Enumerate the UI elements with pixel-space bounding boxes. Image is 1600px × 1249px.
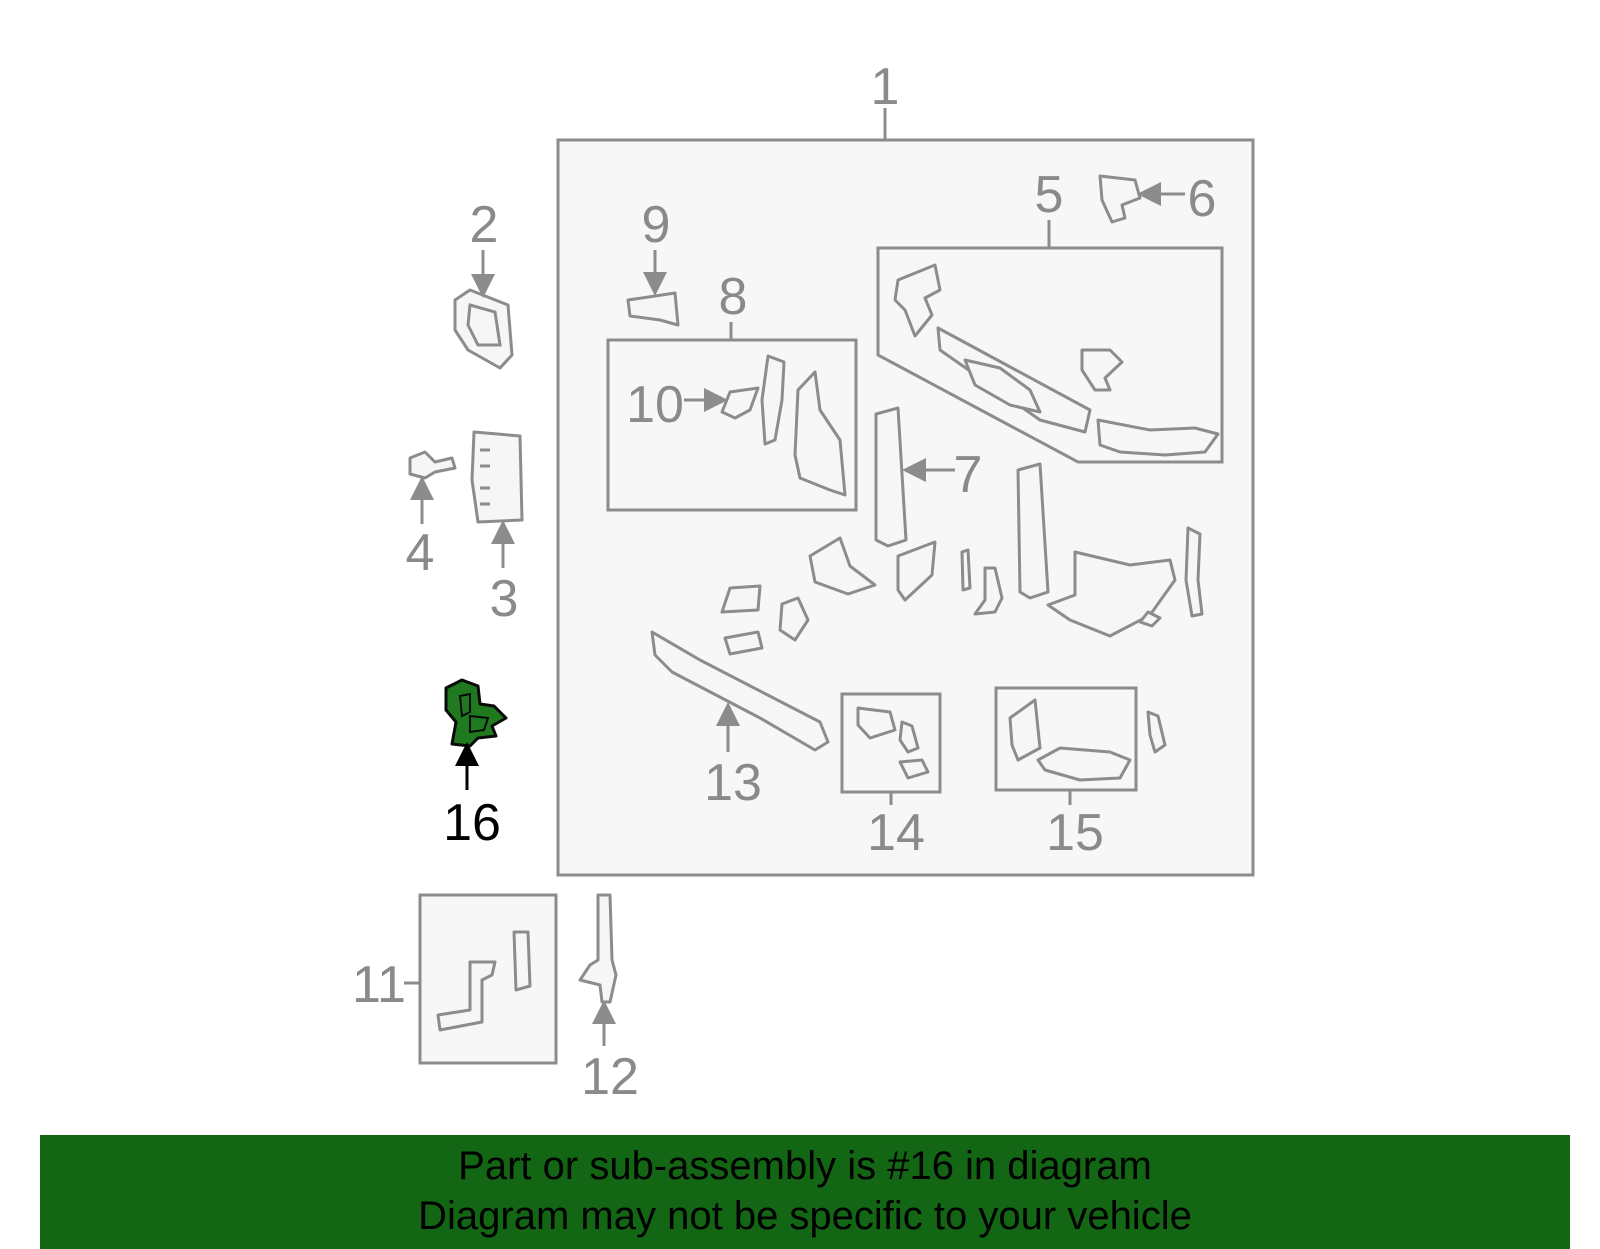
part-2: [453, 288, 514, 370]
callout-10[interactable]: 10: [626, 376, 684, 434]
part-13-rail: [650, 630, 830, 752]
part-center-small-a: [720, 584, 762, 614]
part-center-pillar: [1016, 462, 1050, 600]
part-12-pillar: [578, 893, 618, 1004]
part-14-b: [898, 720, 920, 754]
part-11-bracket: [436, 960, 497, 1032]
callout-12[interactable]: 12: [581, 1048, 639, 1106]
part-9: [626, 291, 680, 327]
part-5-lower-rail: [1096, 418, 1220, 457]
part-8-pillar: [760, 354, 786, 446]
callout-13[interactable]: 13: [704, 754, 762, 812]
part-center-small-clip: [1138, 610, 1162, 628]
part-5-clip: [1080, 348, 1124, 392]
part-11-strip: [512, 930, 532, 992]
part-4-bolt: [408, 450, 457, 480]
callout-14[interactable]: 14: [867, 804, 925, 862]
part-8-panel: [793, 370, 847, 497]
part-center-strip: [960, 548, 972, 592]
callout-9[interactable]: 9: [642, 196, 671, 254]
part-14-c: [898, 758, 930, 780]
callout-16[interactable]: 16: [443, 794, 501, 852]
part-5-bracket: [893, 263, 942, 338]
callout-11[interactable]: 11: [352, 956, 406, 1014]
subframe-5: [876, 246, 1224, 464]
part-16-detail: [458, 692, 490, 734]
callout-15[interactable]: 15: [1046, 804, 1104, 862]
part-center-tray: [1046, 550, 1177, 638]
callout-4[interactable]: 4: [406, 524, 435, 582]
callout-5[interactable]: 5: [1035, 166, 1064, 224]
callout-8[interactable]: 8: [719, 268, 748, 326]
part-center-bracket-a: [808, 536, 877, 596]
banner-line-1: Part or sub-assembly is #16 in diagram: [458, 1144, 1152, 1188]
part-15-b: [1036, 746, 1132, 782]
part-center-right-strip: [1184, 526, 1204, 618]
part-15-c: [1146, 710, 1167, 754]
banner-line-2: Diagram may not be specific to your vehi…: [418, 1194, 1192, 1238]
part-3-slots: [480, 448, 490, 506]
callout-1[interactable]: 1: [871, 58, 900, 116]
callout-2[interactable]: 2: [470, 196, 499, 254]
part-center-angle: [973, 566, 1004, 616]
callout-7[interactable]: 7: [954, 446, 983, 504]
part-3-plate: [470, 430, 524, 524]
subframe-11: [418, 893, 558, 1065]
part-2-cutout: [466, 303, 502, 347]
part-5-brace: [963, 358, 1042, 414]
part-6: [1098, 174, 1142, 224]
part-center-bracket-b: [896, 540, 937, 602]
part-14-a: [856, 706, 897, 740]
callout-3[interactable]: 3: [490, 570, 519, 628]
info-banner: Part or sub-assembly is #16 in diagram D…: [40, 1135, 1570, 1249]
part-center-small-c: [778, 596, 810, 642]
part-15-a: [1008, 698, 1042, 762]
part-7-pillar: [874, 406, 908, 548]
part-16-highlighted[interactable]: [444, 678, 508, 748]
part-center-small-b: [723, 630, 764, 656]
callout-6[interactable]: 6: [1188, 170, 1217, 228]
